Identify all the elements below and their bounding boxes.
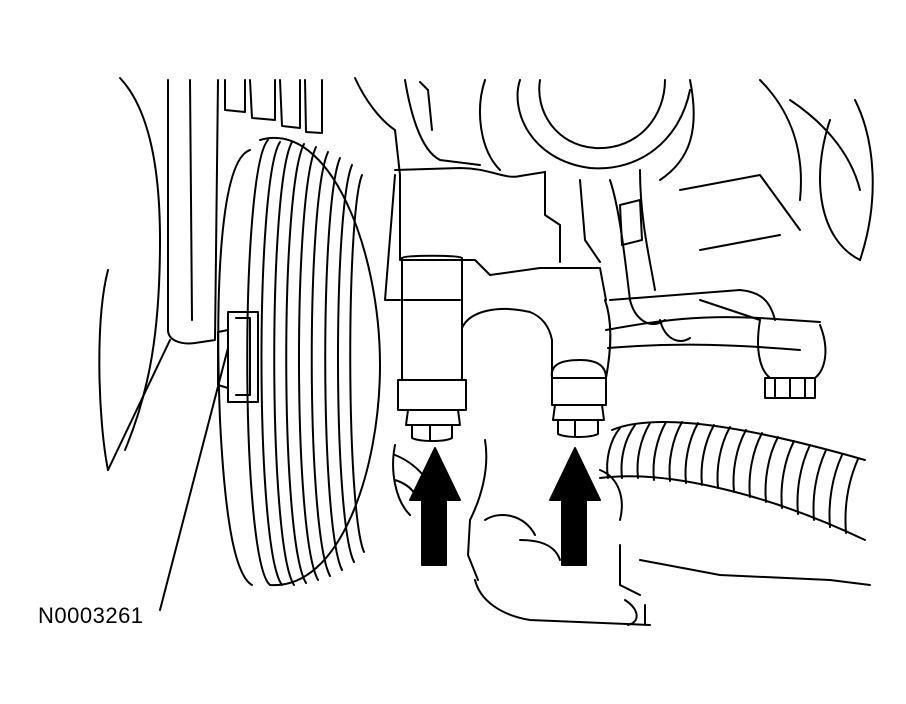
upper-engine-block: [354, 77, 874, 261]
right-mount-tower: [550, 359, 607, 406]
bracket-bolt: [699, 299, 827, 399]
mounting-bolt-right: [552, 404, 605, 438]
arrow-left-bolt: [409, 447, 461, 566]
rear-bracket: [167, 79, 219, 345]
figure-reference-label: N0003261: [38, 603, 144, 628]
corrugated-hose: [599, 420, 866, 541]
arrow-right-bolt: [549, 447, 601, 566]
leader-line: [107, 339, 229, 611]
pump-body: [384, 171, 871, 626]
mounting-bolt-left: [405, 409, 461, 442]
pulley: [217, 137, 381, 587]
left-mount-tower: [397, 254, 467, 411]
